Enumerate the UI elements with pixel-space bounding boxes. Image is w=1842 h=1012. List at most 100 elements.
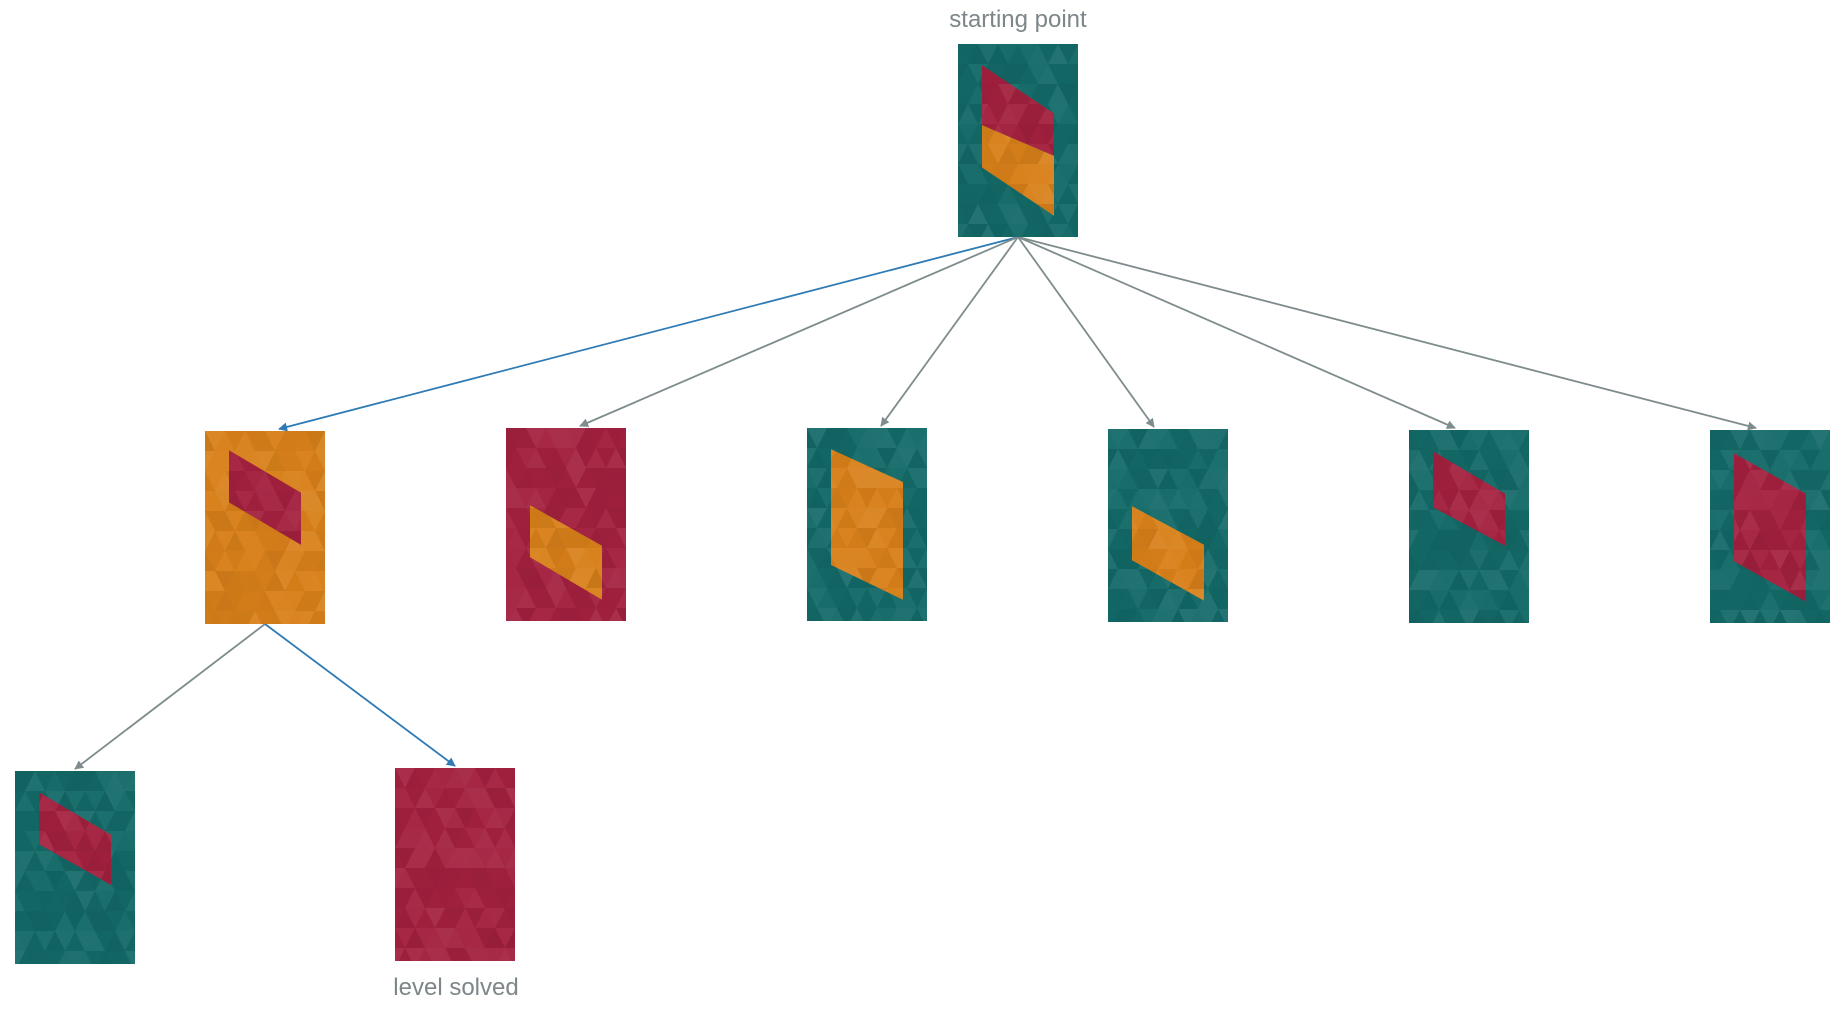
texture-facet bbox=[938, 84, 958, 104]
texture-facet bbox=[1760, 430, 1780, 450]
texture-facet bbox=[938, 84, 958, 104]
texture-facet bbox=[1499, 550, 1519, 570]
texture-facet bbox=[576, 588, 596, 608]
texture-facet bbox=[917, 528, 927, 548]
state-node-c2[interactable] bbox=[486, 428, 666, 628]
texture-facet bbox=[135, 771, 155, 791]
texture-facet bbox=[566, 528, 586, 548]
texture-facet bbox=[1740, 590, 1760, 610]
texture-facet bbox=[445, 928, 465, 948]
texture-facet bbox=[837, 608, 857, 621]
texture-facet bbox=[1479, 490, 1499, 510]
texture-facet bbox=[1038, 64, 1058, 84]
texture-facet bbox=[395, 808, 405, 828]
texture-facet bbox=[787, 428, 807, 448]
texture-facet bbox=[867, 468, 887, 488]
texture-facet bbox=[1710, 550, 1730, 570]
texture-facet bbox=[525, 788, 545, 808]
texture-facet bbox=[1529, 590, 1549, 610]
texture-facet bbox=[115, 931, 135, 951]
texture-facet bbox=[1008, 204, 1028, 224]
texture-facet bbox=[285, 531, 301, 545]
texture-facet bbox=[877, 508, 897, 528]
texture-facet bbox=[506, 448, 516, 468]
texture-facet bbox=[810, 608, 824, 621]
texture-facet bbox=[1038, 104, 1054, 124]
state-node-c1[interactable] bbox=[185, 431, 365, 631]
texture-facet bbox=[1720, 430, 1740, 450]
texture-facet bbox=[1108, 549, 1118, 569]
texture-facet bbox=[505, 788, 515, 808]
texture-facet bbox=[1238, 489, 1258, 509]
state-node-root[interactable] bbox=[938, 44, 1118, 244]
texture-facet bbox=[1449, 550, 1469, 570]
texture-facet bbox=[485, 848, 505, 868]
texture-facet bbox=[1529, 530, 1549, 550]
node-background bbox=[205, 431, 325, 624]
texture-facet bbox=[1058, 84, 1078, 104]
texture-facet bbox=[35, 911, 55, 931]
texture-facet bbox=[1068, 124, 1078, 144]
state-node-g2[interactable] bbox=[375, 768, 555, 968]
texture-facet bbox=[1539, 610, 1559, 630]
texture-facet bbox=[546, 528, 566, 548]
texture-facet bbox=[1148, 489, 1168, 509]
texture-facet bbox=[325, 431, 345, 451]
texture-facet bbox=[105, 791, 125, 811]
texture-facet bbox=[486, 428, 506, 448]
texture-facet bbox=[1208, 429, 1228, 449]
texture-facet bbox=[566, 548, 586, 568]
texture-facet bbox=[1810, 510, 1830, 530]
node-texture bbox=[1108, 429, 1258, 622]
texture-facet bbox=[596, 468, 616, 488]
texture-facet bbox=[1132, 509, 1138, 529]
texture-facet bbox=[1228, 609, 1248, 629]
texture-facet bbox=[1098, 144, 1118, 164]
texture-facet bbox=[135, 831, 155, 851]
shape-fill bbox=[831, 449, 903, 600]
state-node-c3[interactable] bbox=[787, 428, 967, 628]
texture-facet bbox=[596, 508, 616, 528]
state-node-g1[interactable] bbox=[0, 771, 175, 971]
texture-facet bbox=[305, 511, 325, 531]
texture-facet bbox=[1459, 490, 1479, 510]
texture-facet bbox=[897, 528, 903, 548]
texture-facet bbox=[315, 551, 325, 571]
texture-facet bbox=[1238, 509, 1258, 529]
texture-facet bbox=[125, 951, 135, 964]
texture-facet bbox=[1489, 510, 1505, 530]
texture-facet bbox=[1068, 144, 1078, 164]
texture-facet bbox=[375, 848, 395, 868]
texture-facet bbox=[1549, 530, 1569, 550]
texture-facet bbox=[636, 588, 656, 608]
texture-facet bbox=[1499, 590, 1519, 610]
texture-facet bbox=[325, 591, 345, 611]
texture-facet bbox=[1690, 470, 1710, 490]
state-node-c5[interactable] bbox=[1389, 430, 1569, 630]
texture-facet bbox=[1710, 510, 1730, 530]
texture-facet bbox=[375, 928, 395, 948]
texture-facet bbox=[636, 608, 656, 628]
texture-facet bbox=[445, 848, 465, 868]
texture-facet bbox=[335, 531, 355, 551]
texture-facet bbox=[1529, 490, 1549, 510]
texture-facet bbox=[315, 471, 325, 491]
texture-facet bbox=[830, 608, 844, 621]
texture-facet bbox=[927, 468, 947, 488]
texture-facet bbox=[1048, 184, 1054, 204]
state-node-c6[interactable] bbox=[1690, 430, 1842, 630]
texture-facet bbox=[817, 428, 837, 448]
texture-facet bbox=[536, 508, 556, 528]
texture-facet bbox=[907, 588, 927, 608]
state-node-c4[interactable] bbox=[1088, 429, 1268, 629]
texture-facet bbox=[857, 608, 877, 621]
texture-facet bbox=[1549, 530, 1569, 550]
texture-facet bbox=[1038, 124, 1054, 144]
texture-facet bbox=[937, 528, 957, 548]
texture-facet bbox=[626, 528, 646, 548]
texture-facet bbox=[958, 204, 978, 224]
texture-facet bbox=[135, 851, 155, 871]
texture-facet bbox=[1198, 569, 1204, 589]
texture-facet bbox=[1549, 490, 1569, 510]
texture-facet bbox=[415, 788, 435, 808]
